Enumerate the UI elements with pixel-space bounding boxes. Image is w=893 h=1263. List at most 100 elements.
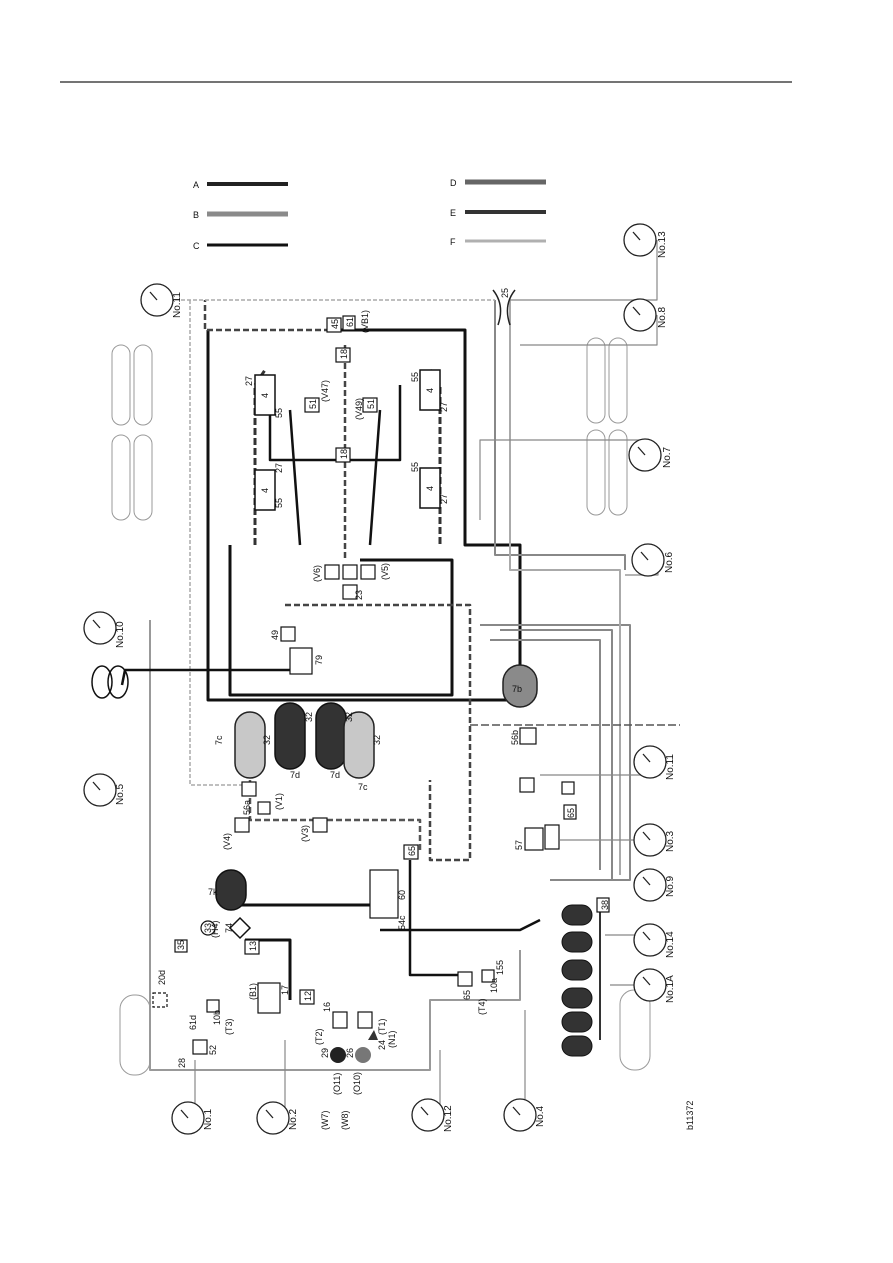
valve-51-v4 [234, 817, 250, 833]
legend-label-e: E [450, 208, 456, 218]
small-reservoir [561, 959, 593, 981]
wheel-right-2 [608, 337, 628, 424]
code-v1: (V1) [274, 793, 284, 810]
code-33: 33 [203, 923, 213, 933]
valve-51-c [324, 564, 340, 580]
code-35: 35 [176, 940, 186, 950]
gauge-label: No.6 [664, 551, 675, 573]
code-t3: (T3) [224, 1019, 234, 1036]
valve-10a [481, 969, 495, 983]
pipe-dashed-3 [285, 603, 472, 862]
code-b1: (B1) [248, 983, 258, 1000]
code-4-b: 4 [425, 388, 435, 393]
gauge-label: No.9 [665, 875, 676, 897]
brake-chamber [254, 374, 276, 416]
code-v47: (V47) [320, 380, 330, 402]
code-52: 52 [208, 1045, 218, 1055]
legend-label-c: C [193, 241, 200, 251]
code-4-c: 4 [260, 488, 270, 493]
code-v5: (V5) [380, 563, 390, 580]
gauge-label: No.10 [115, 621, 126, 648]
code-v3: (V3) [300, 825, 310, 842]
valve-52 [192, 1039, 208, 1055]
gauge-no3: No.3 [633, 823, 676, 857]
wheel-front-right [619, 989, 651, 1071]
valve-23-r [561, 781, 575, 795]
code-26: 26 [345, 1048, 355, 1058]
code-t2: (T2) [314, 1029, 324, 1046]
reservoir-tanks: 7c 7d 7d 7c 7k 7b [208, 664, 538, 911]
valve-35 [174, 939, 188, 953]
pipe-grey-right-4 [509, 300, 621, 875]
pipe-upper-bus [268, 385, 402, 462]
pipe-dashed-4 [248, 780, 422, 850]
code-12: 12 [303, 991, 313, 1001]
code-4-d: 4 [425, 486, 435, 491]
code-v49: (V49) [354, 398, 364, 420]
code-28: 28 [177, 1058, 187, 1068]
code-38: 38 [600, 900, 610, 910]
valve-56a [257, 801, 271, 815]
small-reservoir [561, 931, 593, 953]
gauges: No.11 No.10 No.5 No.13 No.8 No.7 No.6 N [83, 223, 676, 1135]
valve-55-mid [241, 781, 257, 797]
component-labels: 45 61 (VB1) 18 (V47) (V49) 51 51 27 27 2… [157, 288, 695, 1130]
code-18-top: 18 [339, 349, 349, 359]
valve-23 [342, 584, 358, 600]
figure-id: b11372 [685, 1101, 695, 1130]
gauge-no9: No.9 [633, 868, 676, 902]
code-h4: (H4) [210, 920, 220, 938]
code-o10: (O10) [352, 1072, 362, 1095]
code-55-c: 55 [274, 498, 284, 508]
gauge-label: No.3 [665, 830, 676, 852]
code-74: 74 [224, 923, 234, 933]
gauge-no5: No.5 [83, 773, 126, 807]
pipe-main-loop [206, 328, 522, 702]
tank-label: 7k [208, 887, 218, 897]
valve-12 [299, 989, 315, 1005]
valve-51-b [362, 397, 378, 413]
code-60: 60 [397, 890, 407, 900]
legend-label-b: B [193, 210, 199, 220]
valve-51-d [360, 564, 376, 580]
pipe-grey-outer [149, 620, 521, 1071]
wheel-right-4 [608, 429, 628, 516]
gauge-no10: No.10 [83, 611, 126, 648]
code-n1: (N1) [387, 1030, 397, 1048]
gauge-label: No.11 [172, 292, 183, 318]
code-32-a: 32 [262, 735, 272, 745]
code-24: 24 [377, 1040, 387, 1050]
wheel-right-3 [586, 429, 606, 516]
code-25: 25 [500, 288, 510, 298]
gauge-label: No.5 [115, 783, 126, 805]
code-55-b: 55 [410, 372, 420, 382]
tank-7k: 7k [208, 869, 247, 911]
code-51-b: 51 [366, 399, 376, 409]
tank-7d-right: 7d [315, 702, 347, 780]
gauge-no11-top: No.11 [140, 283, 183, 318]
tank-label: 7d [290, 770, 300, 780]
code-32-b: 32 [304, 712, 314, 722]
code-10a: 10a [489, 978, 499, 993]
valve-65-r [563, 804, 577, 820]
pipe-grey-right-1 [490, 629, 613, 880]
code-54c: 54c [397, 915, 407, 930]
gauge-label: No.1A [665, 975, 676, 1003]
valve-55-r [544, 824, 560, 850]
code-t4: (T4) [477, 999, 487, 1016]
valve-18-mid [335, 447, 351, 463]
wheel-right-1 [586, 337, 606, 424]
gauge-label: No.7 [662, 446, 673, 468]
tank-7d-left: 7d [274, 702, 306, 780]
air-dryer-symbol [228, 916, 252, 940]
code-65-r: 65 [566, 808, 576, 818]
legend-label-f: F [450, 237, 456, 247]
gauge-no12: No.12 [411, 1098, 454, 1132]
pipe-dashed-2 [203, 300, 347, 560]
valve-b1 [257, 982, 281, 1014]
valve-38 [596, 897, 610, 913]
small-reservoir [561, 1035, 593, 1057]
code-13: 13 [248, 941, 258, 951]
pipe-network [120, 240, 680, 1110]
